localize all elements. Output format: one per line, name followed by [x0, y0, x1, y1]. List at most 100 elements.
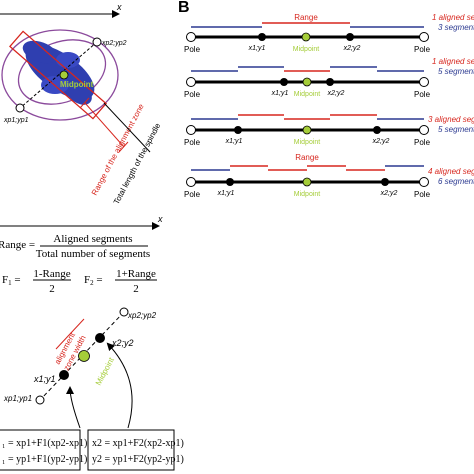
row-2-x2-marker	[326, 78, 334, 86]
f1-lhs: F1 =	[2, 274, 21, 287]
pole-p2-marker	[92, 37, 102, 47]
zone-pole-p1	[35, 395, 45, 405]
panel-b-letter: B	[178, 0, 190, 16]
row-1-x1-marker	[258, 33, 266, 41]
row-4-x2-marker	[381, 178, 389, 186]
zone-x2-marker	[95, 333, 105, 343]
row-1-midpoint-marker	[301, 32, 311, 42]
zone-pole-p2	[119, 307, 129, 317]
row-2-pole-right	[419, 77, 429, 87]
row-2-note-segments: 5 segments	[438, 67, 474, 76]
zone-x1-marker	[59, 370, 69, 380]
row-3-note-aligned: 3 aligned segm	[428, 115, 474, 124]
panel-a-spindle: x xp2;yp2 xp1;yp1 Midpoint Range of the …	[0, 2, 163, 206]
spindle-axis-dashed	[19, 41, 98, 109]
total-length-bracket	[103, 102, 151, 153]
x2-formula-line2: y2 = yp1+F2(yp2-yp1)	[92, 454, 184, 465]
x-axis-label-2: x	[157, 214, 163, 224]
row-4-range-label: Range	[295, 153, 319, 162]
row-4-x1-marker	[226, 178, 234, 186]
pole-p2-label: xp2;yp2	[101, 40, 127, 47]
row-2: Pole x1;y1 Midpoint x2;y2 Pole 1 aligned…	[184, 57, 474, 99]
zone-x1-label: x1;y1	[33, 374, 56, 384]
row-2-x1-label: x1;y1	[271, 90, 289, 97]
row-1-x1-label: x1;y1	[248, 45, 266, 52]
arrow-to-x2	[106, 342, 133, 429]
row-4-pole-right-label: Pole	[414, 190, 431, 199]
row-4-pole-left-label: Pole	[184, 190, 201, 199]
row-2-midpoint-marker	[302, 77, 312, 87]
range-numerator: Aligned segments	[53, 233, 132, 245]
zone-axis-dashed	[39, 311, 125, 401]
row-1-pole-right	[419, 32, 429, 42]
row-1-x2-label: x2;y2	[343, 45, 361, 52]
row-4-note-segments: 6 segments	[438, 177, 474, 186]
zone-width-bracket	[55, 318, 85, 350]
x2-formula-box	[87, 429, 175, 471]
midpoint-marker	[59, 70, 69, 80]
spindle-ellipse-outer	[1, 29, 119, 121]
zone-midpoint-label: Midpoint	[94, 355, 117, 387]
total-length-label: Total length of the spindle	[112, 121, 163, 206]
row-4-x2-label: x2;y2	[380, 190, 398, 197]
row-4-midpoint-marker	[302, 177, 312, 187]
row-3-pole-right	[419, 125, 429, 135]
row-3-x2-label: x2;y2	[372, 138, 390, 145]
x1-formula-line1: ₁ = xp1+F1(xp2-xp1)	[2, 438, 87, 449]
panel-a-zone: alignment zone width Midpoint x2;y2 xp2;…	[0, 307, 184, 471]
row-4-midpoint-label: Midpoint	[294, 191, 321, 198]
chromosome-mass	[22, 40, 95, 105]
f1-numerator: 1-Range	[33, 268, 70, 280]
midpoint-label: Midpoint	[60, 80, 94, 89]
range-formula-lhs: Range =	[0, 239, 35, 251]
row-2-pole-right-label: Pole	[414, 90, 431, 99]
arrow-to-x1	[66, 386, 81, 429]
x2-formula-line1: x2 = xp1+F2(xp2-xp1)	[92, 438, 184, 449]
pole-p1-marker	[15, 103, 25, 113]
row-4-note-aligned: 4 aligned segm	[428, 167, 474, 176]
row-1-range-label: Range	[294, 13, 318, 22]
row-3-x1-label: x1;y1	[225, 138, 243, 145]
row-4-pole-left	[186, 177, 196, 187]
row-1-note-aligned: 1 aligned segment	[432, 13, 474, 22]
row-3-pole-right-label: Pole	[414, 138, 431, 147]
row-3-midpoint-label: Midpoint	[294, 139, 321, 146]
row-1-pole-left-label: Pole	[184, 45, 201, 54]
panel-b: B Range Pole x1;y1 Midpoint x2;y2 Pole 1…	[178, 0, 474, 199]
row-2-midpoint-label: Midpoint	[294, 91, 321, 98]
row-3-pole-left	[186, 125, 196, 135]
row-2-pole-left	[186, 77, 196, 87]
f2-denominator: 2	[133, 283, 139, 295]
row-3-pole-left-label: Pole	[184, 138, 201, 147]
row-2-pole-left-label: Pole	[184, 90, 201, 99]
zone-range-bracket	[84, 102, 125, 148]
zone-x2-label: x2;y2	[111, 338, 134, 348]
row-1-note-segments: 3 segments	[438, 23, 474, 32]
row-3-midpoint-marker	[302, 125, 312, 135]
row-1-midpoint-label: Midpoint	[293, 46, 320, 53]
alignment-zone-rect	[9, 30, 107, 120]
x-axis-label: x	[116, 2, 122, 12]
row-4-pole-right	[419, 177, 429, 187]
range-zone-label: Range of the alignment zone	[90, 102, 146, 197]
row-1-x2-marker	[346, 33, 354, 41]
row-4-x1-label: x1;y1	[217, 190, 235, 197]
x1-formula-box	[0, 429, 81, 471]
pole-p1-label: xp1;yp1	[3, 117, 29, 124]
row-3-note-segments: 5 segments	[438, 125, 474, 134]
row-2-x2-label: x2;y2	[327, 90, 345, 97]
panel-a-formulas: x Range = Aligned segments Total number …	[0, 214, 163, 295]
row-1: Range Pole x1;y1 Midpoint x2;y2 Pole 1 a…	[184, 13, 474, 54]
zone-p2-label: xp2;yp2	[127, 311, 157, 320]
row-2-x1-marker	[280, 78, 288, 86]
row-4: Range Pole x1;y1 Midpoint x2;y2 Pole 4 a…	[184, 153, 474, 199]
row-3-x1-marker	[234, 126, 242, 134]
f2-lhs: F2 =	[84, 274, 103, 287]
row-3: Pole x1;y1 Midpoint x2;y2 Pole 3 aligned…	[184, 114, 474, 147]
row-3-x2-marker	[373, 126, 381, 134]
range-denominator: Total number of segments	[36, 248, 150, 260]
zone-p1-label: xp1;yp1	[3, 394, 32, 403]
zone-midpoint-marker	[78, 350, 90, 362]
row-2-note-aligned: 1 aligned segment	[432, 57, 474, 66]
